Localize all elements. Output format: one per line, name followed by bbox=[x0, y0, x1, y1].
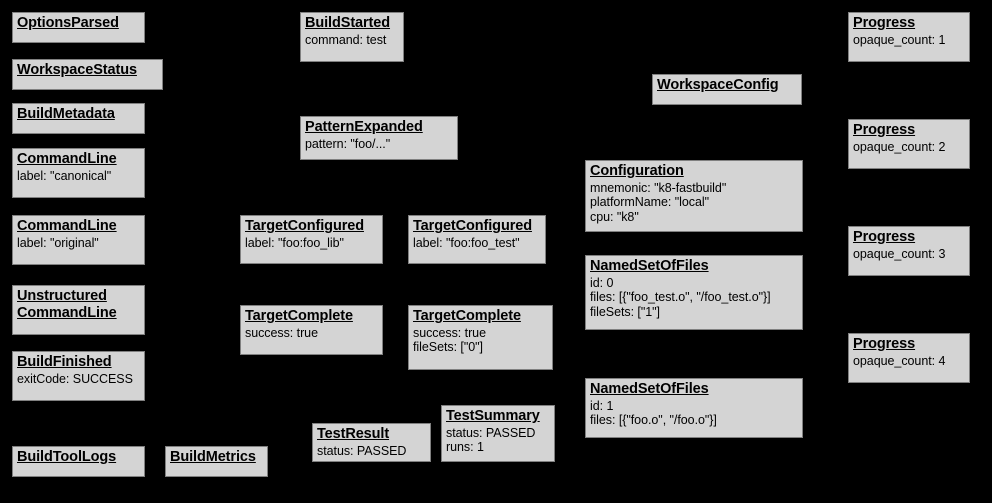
node-title: OptionsParsed bbox=[17, 15, 119, 31]
node-fields: opaque_count: 4 bbox=[853, 353, 946, 368]
node-fields: exitCode: SUCCESS bbox=[17, 371, 133, 386]
node-fields: success: true bbox=[245, 325, 318, 340]
node-fields: opaque_count: 2 bbox=[853, 139, 946, 154]
node-fields: mnemonic: "k8-fastbuild" platformName: "… bbox=[590, 180, 727, 224]
node-title: BuildFinished bbox=[17, 354, 112, 370]
node-title: Progress bbox=[853, 229, 916, 245]
node-title: Progress bbox=[853, 336, 916, 352]
node-title: Unstructured CommandLine bbox=[17, 288, 117, 321]
node-fields: label: "original" bbox=[17, 235, 99, 250]
node-fields: command: test bbox=[305, 32, 387, 47]
node-title: TargetConfigured bbox=[245, 218, 364, 234]
node-fields: status: PASSED bbox=[317, 443, 407, 458]
node-title: TestSummary bbox=[446, 408, 540, 424]
node-fields: label: "foo:foo_test" bbox=[413, 235, 520, 250]
node-title: NamedSetOfFiles bbox=[590, 258, 709, 274]
node-workspace-config[interactable]: WorkspaceConfig bbox=[652, 74, 802, 105]
node-fields: success: true fileSets: ["0"] bbox=[413, 325, 486, 355]
node-fields: pattern: "foo/..." bbox=[305, 136, 391, 151]
node-fields: id: 0 files: [{"foo_test.o", "/foo_test.… bbox=[590, 275, 771, 319]
node-title: BuildMetrics bbox=[170, 449, 256, 465]
node-fields: status: PASSED runs: 1 bbox=[446, 425, 536, 455]
node-fields: id: 1 files: [{"foo.o", "/foo.o"}] bbox=[590, 398, 717, 428]
node-title: TestResult bbox=[317, 426, 390, 442]
node-title: TargetConfigured bbox=[413, 218, 532, 234]
node-fields: label: "foo:foo_lib" bbox=[245, 235, 344, 250]
node-title: NamedSetOfFiles bbox=[590, 381, 709, 397]
node-title: CommandLine bbox=[17, 218, 117, 234]
node-build-tool-logs[interactable]: BuildToolLogs bbox=[12, 446, 145, 477]
node-fields: opaque_count: 3 bbox=[853, 246, 946, 261]
node-title: BuildMetadata bbox=[17, 106, 115, 122]
node-title: BuildStarted bbox=[305, 15, 391, 31]
node-fields: label: "canonical" bbox=[17, 168, 112, 183]
node-title: CommandLine bbox=[17, 151, 117, 167]
node-title: PatternExpanded bbox=[305, 119, 423, 135]
node-title: WorkspaceStatus bbox=[17, 62, 137, 78]
node-fields: opaque_count: 1 bbox=[853, 32, 946, 47]
node-workspace-status[interactable]: WorkspaceStatus bbox=[12, 59, 163, 90]
node-title: Progress bbox=[853, 122, 916, 138]
node-title: Progress bbox=[853, 15, 916, 31]
node-build-metrics[interactable]: BuildMetrics bbox=[165, 446, 268, 477]
node-title: Configuration bbox=[590, 163, 684, 179]
node-options-parsed[interactable]: OptionsParsed bbox=[12, 12, 145, 43]
node-title: TargetComplete bbox=[413, 308, 521, 324]
node-unstructured-command-line[interactable]: Unstructured CommandLine bbox=[12, 285, 145, 335]
node-title: TargetComplete bbox=[245, 308, 353, 324]
node-build-metadata[interactable]: BuildMetadata bbox=[12, 103, 145, 134]
node-title: BuildToolLogs bbox=[17, 449, 117, 465]
node-title: WorkspaceConfig bbox=[657, 77, 779, 93]
